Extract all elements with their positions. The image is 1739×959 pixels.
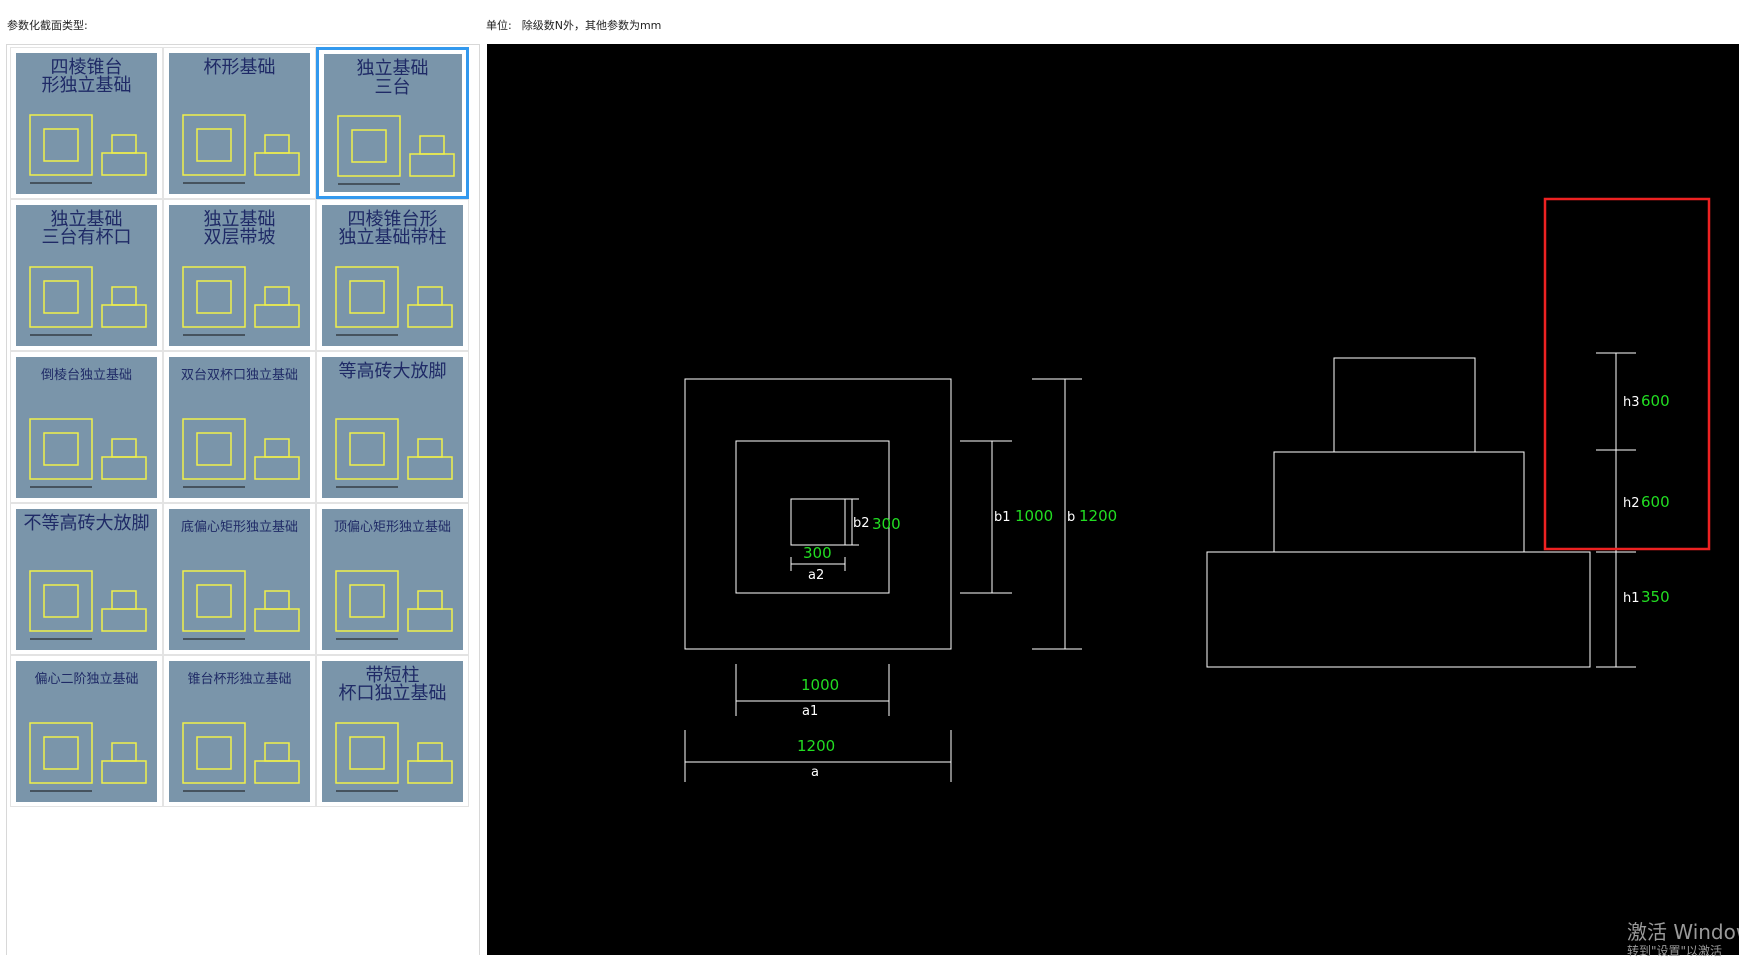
section-type-thumbnail: 等高砖大放脚 xyxy=(322,356,463,498)
section-type-option[interactable]: 独立基础 三台 xyxy=(316,47,469,199)
section-type-panel: 四棱锥台 形独立基础 杯形基础 独立基础 三台独立基础 三台有杯口 独立基础 双层带坡… xyxy=(6,44,480,955)
section-type-label: 参数化截面类型: xyxy=(7,19,88,32)
section-type-option[interactable]: 四棱锥台形 独立基础带柱 xyxy=(316,199,469,351)
section-type-thumbnail: 顶偏心矩形独立基础 xyxy=(322,508,463,650)
section-sketch xyxy=(182,721,300,791)
plan-b2-label: b2 xyxy=(853,516,870,531)
unit-title: 单位: xyxy=(486,19,512,32)
plan-a2-label: a2 xyxy=(808,568,824,583)
section-type-title: 四棱锥台形 独立基础带柱 xyxy=(338,208,447,249)
plan-b2-value[interactable]: 300 xyxy=(872,515,901,533)
plan-a2-value[interactable]: 300 xyxy=(803,544,832,562)
section-sketch xyxy=(182,265,300,335)
section-type-title: 杯形基础 xyxy=(203,56,276,78)
highlight-box xyxy=(1543,197,1711,551)
section-type-option[interactable]: 独立基础 双层带坡 xyxy=(163,199,316,351)
section-type-title: 独立基础 三台有杯口 xyxy=(41,208,132,249)
section-sketch xyxy=(335,569,453,639)
section-sketch xyxy=(335,417,453,487)
elev-h3-label: h3 xyxy=(1623,395,1640,410)
elev-middle-step xyxy=(1273,451,1525,553)
section-type-option[interactable]: 等高砖大放脚 xyxy=(316,351,469,503)
section-sketch xyxy=(335,721,453,791)
section-type-thumbnail: 独立基础 双层带坡 xyxy=(169,204,310,346)
section-type-option[interactable]: 顶偏心矩形独立基础 xyxy=(316,503,469,655)
section-sketch xyxy=(182,417,300,487)
section-type-title: 等高砖大放脚 xyxy=(338,360,447,382)
section-type-thumbnail: 独立基础 三台有杯口 xyxy=(16,204,157,346)
activation-watermark: 激活 Windows xyxy=(1627,920,1739,944)
section-type-option[interactable]: 不等高砖大放脚 xyxy=(10,503,163,655)
section-type-title: 不等高砖大放脚 xyxy=(23,512,150,534)
plan-a1-value[interactable]: 1000 xyxy=(801,676,839,694)
section-type-title: 独立基础 三台 xyxy=(356,58,429,98)
section-type-grid: 四棱锥台 形独立基础 杯形基础 独立基础 三台独立基础 三台有杯口 独立基础 双层带坡… xyxy=(10,47,469,807)
section-sketch xyxy=(29,721,147,791)
plan-b-value[interactable]: 1200 xyxy=(1079,507,1117,525)
section-type-option[interactable]: 双台双杯口独立基础 xyxy=(163,351,316,503)
plan-a1-label: a1 xyxy=(802,704,818,719)
section-sketch xyxy=(29,569,147,639)
activation-watermark-sub: 转到"设置"以激活 xyxy=(1627,944,1723,958)
section-sketch xyxy=(336,115,455,185)
elev-h2-value[interactable]: 600 xyxy=(1641,493,1670,511)
section-type-title: 独立基础 双层带坡 xyxy=(203,208,276,249)
elev-h1-value[interactable]: 350 xyxy=(1641,588,1670,606)
elev-bottom-step xyxy=(1206,551,1591,668)
section-type-title: 双台双杯口独立基础 xyxy=(180,367,298,383)
section-type-option[interactable]: 独立基础 三台有杯口 xyxy=(10,199,163,351)
plan-outer-rect xyxy=(684,378,952,650)
section-sketch xyxy=(29,265,147,335)
section-sketch xyxy=(29,417,147,487)
section-type-option[interactable]: 偏心二阶独立基础 xyxy=(10,655,163,807)
section-type-title: 锥台杯形独立基础 xyxy=(187,671,292,687)
section-type-thumbnail: 双台双杯口独立基础 xyxy=(169,356,310,498)
plan-b1-value[interactable]: 1000 xyxy=(1015,507,1053,525)
section-type-option[interactable]: 带短柱 杯口独立基础 xyxy=(316,655,469,807)
section-type-thumbnail: 倒棱台独立基础 xyxy=(16,356,157,498)
section-type-thumbnail: 锥台杯形独立基础 xyxy=(169,660,310,802)
plan-a-label: a xyxy=(811,765,819,780)
elev-top-step xyxy=(1333,357,1476,453)
section-type-title: 带短柱 杯口独立基础 xyxy=(338,664,447,705)
section-type-title: 倒棱台独立基础 xyxy=(40,367,132,383)
section-type-option[interactable]: 杯形基础 xyxy=(163,47,316,199)
unit-info: 单位: 除级数N外，其他参数为mm xyxy=(486,17,661,33)
plan-b1-label: b1 xyxy=(994,510,1011,525)
section-type-thumbnail: 带短柱 杯口独立基础 xyxy=(322,660,463,802)
section-type-title: 顶偏心矩形独立基础 xyxy=(333,519,451,535)
section-type-title: 底偏心矩形独立基础 xyxy=(180,519,298,535)
section-type-thumbnail: 四棱锥台形 独立基础带柱 xyxy=(322,204,463,346)
plan-a-value[interactable]: 1200 xyxy=(797,737,835,755)
section-type-option[interactable]: 底偏心矩形独立基础 xyxy=(163,503,316,655)
section-sketch xyxy=(29,113,147,183)
section-type-option[interactable]: 四棱锥台 形独立基础 xyxy=(10,47,163,199)
plan-inner-rect xyxy=(790,498,846,546)
plan-middle-rect xyxy=(735,440,890,594)
section-sketch xyxy=(182,113,300,183)
drawing-canvas[interactable]: b2 300 300 a2 b1 1000 b 1200 1000 a1 120… xyxy=(487,44,1739,955)
section-sketch xyxy=(335,265,453,335)
section-type-thumbnail: 四棱锥台 形独立基础 xyxy=(16,52,157,194)
elev-h1-label: h1 xyxy=(1623,591,1640,606)
elev-h3-value[interactable]: 600 xyxy=(1641,392,1670,410)
section-type-option[interactable]: 锥台杯形独立基础 xyxy=(163,655,316,807)
unit-note: 除级数N外，其他参数为mm xyxy=(521,19,662,32)
section-type-thumbnail: 独立基础 三台 xyxy=(323,54,462,192)
section-type-thumbnail: 不等高砖大放脚 xyxy=(16,508,157,650)
section-type-option[interactable]: 倒棱台独立基础 xyxy=(10,351,163,503)
section-type-thumbnail: 底偏心矩形独立基础 xyxy=(169,508,310,650)
elev-h2-label: h2 xyxy=(1623,496,1640,511)
section-type-title: 偏心二阶独立基础 xyxy=(34,671,139,687)
section-sketch xyxy=(182,569,300,639)
section-type-title: 四棱锥台 形独立基础 xyxy=(41,56,132,97)
drawing-svg: b2 300 300 a2 b1 1000 b 1200 1000 a1 120… xyxy=(684,197,1711,782)
plan-b-label: b xyxy=(1067,510,1075,525)
section-type-thumbnail: 偏心二阶独立基础 xyxy=(16,660,157,802)
section-type-thumbnail: 杯形基础 xyxy=(169,52,310,194)
